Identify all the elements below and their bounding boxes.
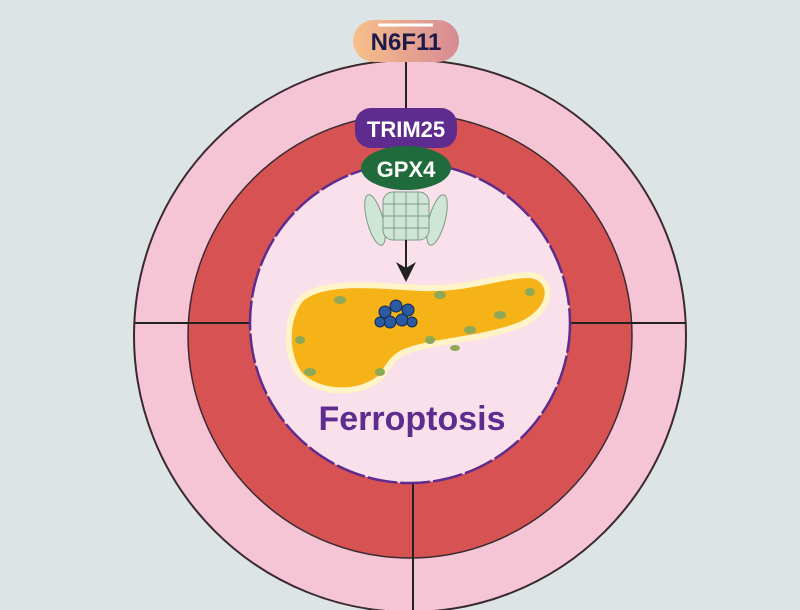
trim25-label: TRIM25 <box>367 117 445 142</box>
gpx4-label: GPX4 <box>377 157 436 182</box>
n6f11-pill <box>353 20 459 62</box>
gpx4-badge <box>361 146 451 190</box>
ferroptosis-label: Ferroptosis <box>318 400 505 438</box>
tumor-cluster <box>374 299 418 329</box>
pancreas-icon <box>285 271 551 394</box>
arrow-head-icon <box>396 262 416 282</box>
proteasome-icon <box>364 191 448 246</box>
trim25-badge <box>355 108 457 148</box>
n6f11-label: N6F11 <box>371 29 442 56</box>
